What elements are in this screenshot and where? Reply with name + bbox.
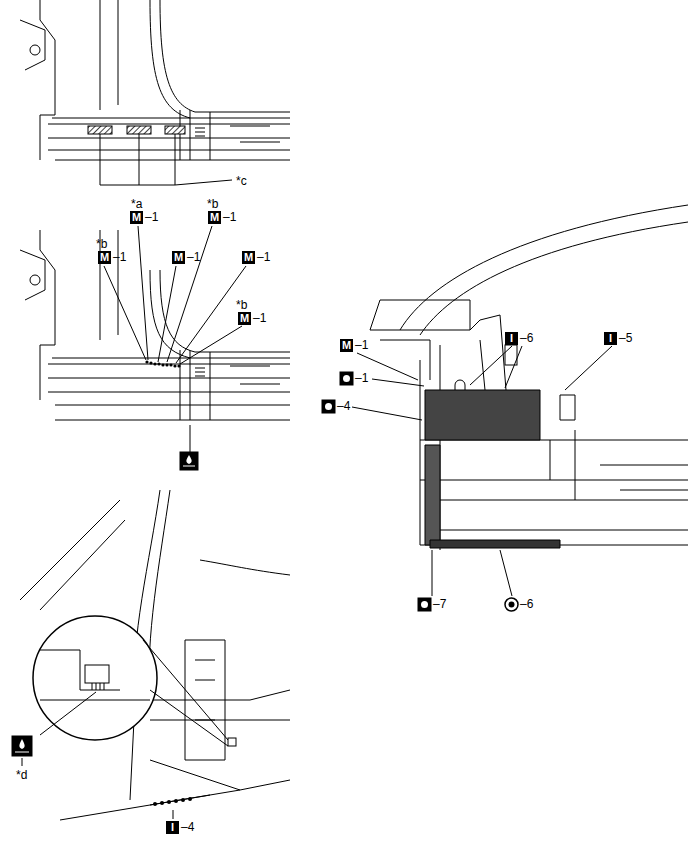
callout-symbol: I (604, 332, 617, 345)
callout-number: –1 (257, 250, 270, 264)
callout-number: –6 (520, 597, 533, 611)
callout-symbol: M (172, 251, 185, 264)
callout-number: –1 (355, 371, 368, 385)
callout-number: *d (16, 768, 27, 782)
callout-symbol: M (98, 251, 111, 264)
callout-symbol: M (238, 312, 251, 325)
callout-number: –1 (187, 250, 200, 264)
callout-symbol: I (166, 821, 179, 834)
callout-number: *b (207, 197, 218, 211)
callout-number: –6 (520, 331, 533, 345)
callout-number: –1 (145, 210, 158, 224)
callout-symbol: M (242, 251, 255, 264)
callout-symbol: M (130, 211, 143, 224)
callout-number: *b (236, 298, 247, 312)
callout-number: *b (96, 237, 107, 251)
callout-number: –4 (181, 820, 194, 834)
callout-number: *a (131, 197, 142, 211)
callout-number: *c (236, 174, 247, 188)
callout-symbol: M (340, 339, 353, 352)
callout-number: –1 (113, 250, 126, 264)
callout-number: –7 (433, 597, 446, 611)
callout-symbol: I (505, 332, 518, 345)
callout-number: –4 (337, 399, 350, 413)
callout-number: –5 (619, 331, 632, 345)
callout-number: –1 (253, 311, 266, 325)
callout-symbol: M (208, 211, 221, 224)
callout-number: –1 (355, 338, 368, 352)
callout-number: –1 (223, 210, 236, 224)
